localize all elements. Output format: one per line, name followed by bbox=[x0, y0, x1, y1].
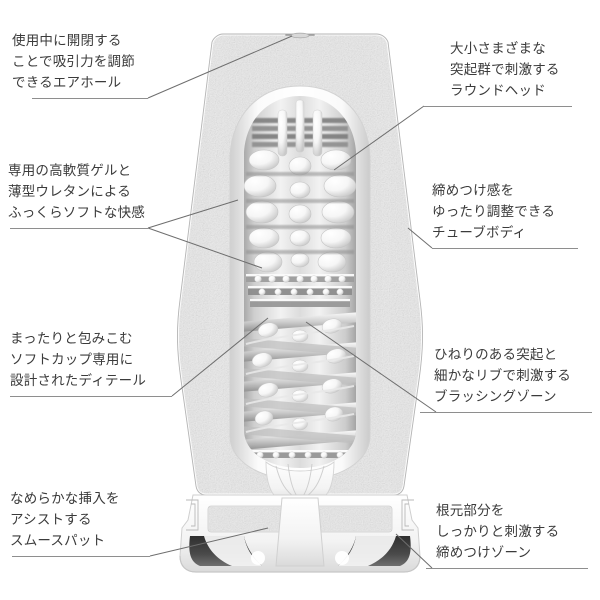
rule-tightening-zone bbox=[426, 568, 588, 569]
label-tube-body-line-2: ゆったり調整できる bbox=[432, 204, 556, 219]
label-soft-cup-detail-line-2: ソフトカップ専用に bbox=[10, 352, 134, 367]
label-round-head-line-3: ラウンドヘッド bbox=[450, 83, 546, 98]
label-air-hole: 使用中に開閉する ことで吸引力を調節 できるエアホール bbox=[12, 30, 135, 93]
fine-rib-bands bbox=[246, 274, 354, 307]
label-round-head: 大小さまざまな 突起群で刺激する ラウンドヘッド bbox=[450, 38, 560, 101]
label-air-hole-line-1: 使用中に開閉する bbox=[12, 33, 122, 48]
label-tightening-zone-line-1: 根元部分を bbox=[436, 503, 505, 518]
label-brushing-zone-line-2: 細かなリブで刺激する bbox=[434, 368, 571, 383]
rule-gel-urethane bbox=[10, 228, 148, 229]
label-smooth-pad-line-2: アシストする bbox=[10, 512, 92, 527]
label-gel-urethane-line-3: ふっくらソフトな快感 bbox=[8, 205, 145, 220]
rule-brushing-zone bbox=[420, 412, 592, 413]
label-soft-cup-detail-line-3: 設計されたディテール bbox=[10, 373, 147, 388]
tightening-zone bbox=[248, 450, 352, 459]
label-smooth-pad-line-1: なめらかな挿入を bbox=[10, 491, 120, 506]
air-hole bbox=[285, 32, 315, 39]
label-smooth-pad: なめらかな挿入を アシストする スムースパット bbox=[10, 488, 120, 551]
rule-tube-body bbox=[432, 248, 578, 249]
label-gel-urethane: 専用の高軟質ゲルと 薄型ウレタンによる ふっくらソフトな快感 bbox=[8, 160, 145, 223]
label-brushing-zone-line-1: ひねりのある突起と bbox=[434, 347, 558, 362]
label-tube-body-line-3: チューブボディ bbox=[432, 225, 527, 240]
label-tube-body-line-1: 締めつけ感を bbox=[432, 183, 515, 198]
internal-stimulation-core bbox=[244, 96, 356, 468]
label-tightening-zone-line-3: 締めつけゾーン bbox=[436, 545, 532, 560]
label-brushing-zone: ひねりのある突起と 細かなリブで刺激する ブラッシングゾーン bbox=[434, 344, 571, 407]
label-gel-urethane-line-2: 薄型ウレタンによる bbox=[8, 184, 131, 199]
label-tightening-zone-line-2: しっかりと刺激する bbox=[436, 524, 560, 539]
label-gel-urethane-line-1: 専用の高軟質ゲルと bbox=[8, 163, 132, 178]
label-soft-cup-detail-line-1: まったりと包みこむ bbox=[10, 331, 133, 346]
label-smooth-pad-line-3: スムースパット bbox=[10, 533, 106, 548]
rule-air-hole bbox=[32, 98, 148, 99]
label-soft-cup-detail: まったりと包みこむ ソフトカップ専用に 設計されたディテール bbox=[10, 328, 146, 391]
round-head-nubs bbox=[244, 99, 356, 273]
rule-round-head bbox=[424, 106, 572, 107]
label-air-hole-line-2: ことで吸引力を調節 bbox=[12, 54, 135, 69]
smooth-insertion-pad bbox=[275, 497, 325, 567]
label-air-hole-line-3: できるエアホール bbox=[12, 75, 122, 90]
rule-soft-cup-detail bbox=[10, 396, 172, 397]
base-assembly bbox=[179, 494, 421, 573]
rule-smooth-pad bbox=[12, 556, 150, 557]
label-tube-body: 締めつけ感を ゆったり調整できる チューブボディ bbox=[432, 180, 555, 243]
label-tightening-zone: 根元部分を しっかりと刺激する 締めつけゾーン bbox=[436, 500, 559, 563]
label-round-head-line-2: 突起群で刺激する bbox=[450, 62, 560, 77]
label-round-head-line-1: 大小さまざまな bbox=[450, 41, 546, 56]
label-brushing-zone-line-3: ブラッシングゾーン bbox=[434, 389, 557, 404]
